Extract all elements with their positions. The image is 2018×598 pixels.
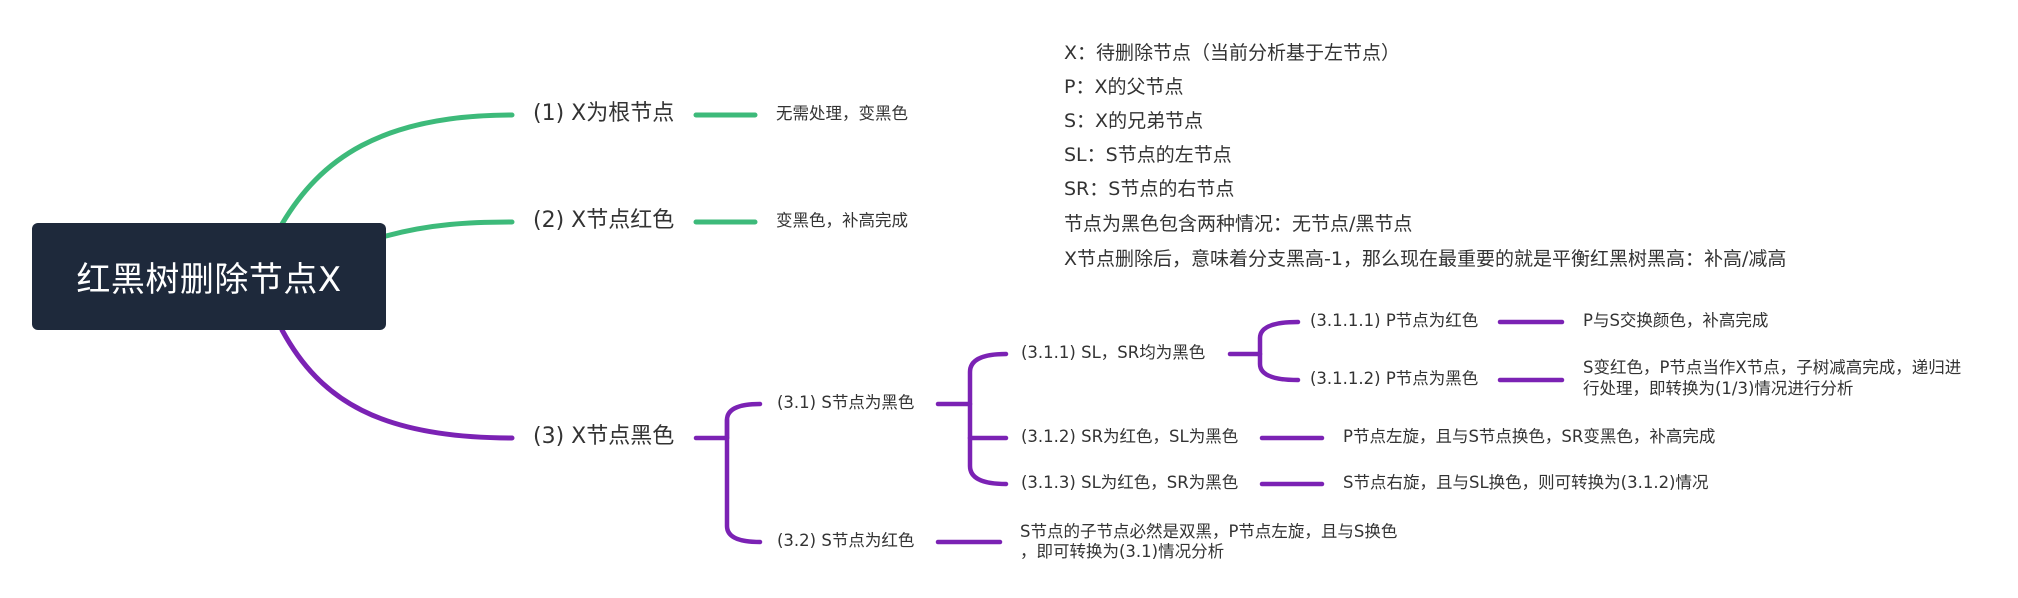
node-3-1-2-detail[interactable]: P节点左旋，且与S节点换色，SR变黑色，补高完成	[1343, 427, 1716, 446]
branch-x-root-detail[interactable]: 无需处理，变黑色	[776, 104, 908, 123]
note-line: P：X的父节点	[1064, 76, 1184, 98]
node-3-1-1[interactable]: (3.1.1) SL，SR均为黑色	[1021, 343, 1206, 362]
connector-3-1-1-bracket	[1257, 319, 1301, 383]
root-node[interactable]: 红黑树删除节点X	[32, 223, 386, 330]
note-line: S：X的兄弟节点	[1064, 110, 1204, 132]
note-line: SR：S节点的右节点	[1064, 178, 1235, 200]
node-3-2-detail-line-2[interactable]: ，即可转换为(3.1)情况分析	[1020, 542, 1225, 561]
node-3-2[interactable]: (3.2) S节点为红色	[777, 531, 915, 550]
node-3-1-1-2[interactable]: (3.1.1.2) P节点为黑色	[1310, 369, 1479, 388]
note-line: X：待删除节点（当前分析基于左节点）	[1064, 42, 1401, 64]
connector-3-bracket	[724, 401, 763, 545]
node-3-1-1-1[interactable]: (3.1.1.1) P节点为红色	[1310, 311, 1479, 330]
node-3-1-1-1-detail[interactable]: P与S交换颜色，补高完成	[1583, 311, 1769, 330]
connector-root-branch-3	[279, 327, 515, 441]
branch-x-root[interactable]: (1) X为根节点	[533, 101, 675, 126]
node-3-1-3-detail[interactable]: S节点右旋，且与SL换色，则可转换为(3.1.2)情况	[1343, 473, 1709, 492]
connector-3-1-bracket	[967, 351, 1009, 487]
note-line: X节点删除后，意味着分支黑高-1，那么现在最重要的就是平衡红黑树黑高：补高/减高	[1064, 248, 1787, 270]
branch-x-red[interactable]: (2) X节点红色	[533, 208, 675, 233]
node-3-1-1-2-detail-line-2[interactable]: 行处理，即转换为(1/3)情况进行分析	[1583, 379, 1854, 398]
branch-x-red-detail[interactable]: 变黑色，补高完成	[776, 211, 908, 230]
node-3-1-2[interactable]: (3.1.2) SR为红色，SL为黑色	[1021, 427, 1239, 446]
node-3-1-3[interactable]: (3.1.3) SL为红色，SR为黑色	[1021, 473, 1239, 492]
connector-root-branch-2	[383, 219, 515, 239]
node-3-1-1-2-detail-line-1[interactable]: S变红色，P节点当作X节点，子树减高完成，递归进	[1583, 358, 1962, 377]
root-title: 红黑树删除节点X	[76, 260, 342, 300]
note-line: SL：S节点的左节点	[1064, 144, 1232, 166]
node-3-2-detail-line-1[interactable]: S节点的子节点必然是双黑，P节点左旋，且与S换色	[1020, 522, 1398, 541]
note-line: 节点为黑色包含两种情况：无节点/黑节点	[1064, 213, 1413, 235]
branch-x-black[interactable]: (3) X节点黑色	[533, 424, 675, 449]
node-3-1[interactable]: (3.1) S节点为黑色	[777, 393, 915, 412]
connector-root-branch-1	[279, 112, 515, 227]
